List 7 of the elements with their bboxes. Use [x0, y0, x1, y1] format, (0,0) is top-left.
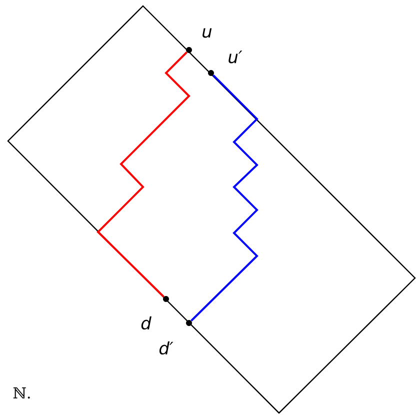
symbol-label: ℕ. [13, 387, 30, 399]
path-line [96, 52, 190, 298]
path-line [190, 74, 258, 322]
point-label: d′ [159, 341, 174, 355]
point-label: d [141, 316, 152, 330]
point-label: u′ [228, 50, 242, 64]
point-label: u [202, 28, 212, 38]
